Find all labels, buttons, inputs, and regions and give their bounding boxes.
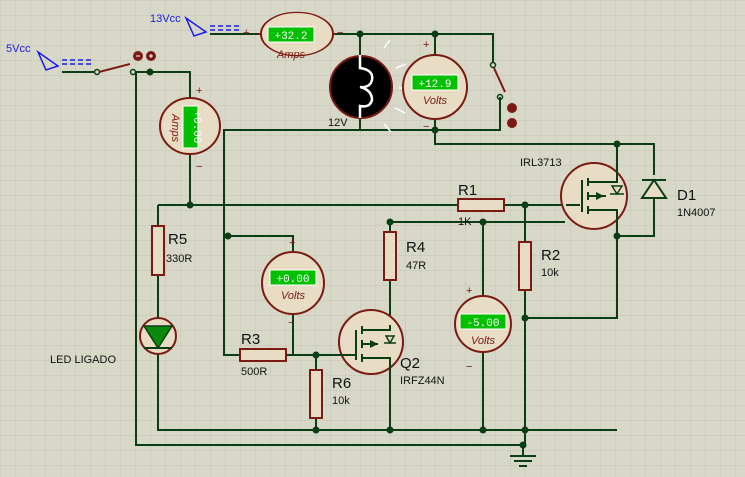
r2-value: 10k bbox=[541, 267, 559, 279]
supply-5v-label: 5Vcc bbox=[6, 43, 31, 55]
svg-text:−: − bbox=[337, 27, 343, 39]
led-ligado: LED LIGADO bbox=[50, 317, 177, 366]
ammeter-led-reading: +0.00 bbox=[190, 110, 202, 143]
svg-text:−: − bbox=[466, 361, 472, 373]
r4-value: 47R bbox=[406, 260, 426, 272]
switch-lamp-up-button-icon[interactable] bbox=[507, 103, 517, 113]
resistor-r2: R2 10k bbox=[518, 241, 560, 291]
q2-name: Q2 bbox=[400, 355, 420, 372]
r6-name: R6 bbox=[332, 375, 351, 392]
junction-dots bbox=[146, 30, 621, 449]
resistor-r6: R6 10k bbox=[309, 369, 351, 419]
r1-value: 1K bbox=[458, 216, 472, 228]
ammeter-main: +32.2 Amps + − bbox=[243, 11, 343, 61]
lamp-label: 12V bbox=[328, 117, 348, 129]
supply-13v-label: 13Vcc bbox=[150, 13, 181, 25]
mosfet-q2: Q2 IRFZ44N bbox=[338, 309, 445, 387]
resistor-r5: R5 330R bbox=[151, 225, 192, 276]
switch-5v[interactable] bbox=[93, 51, 157, 76]
voltmeter-lamp: +12.9 Volts + − bbox=[402, 39, 468, 133]
svg-text:+: + bbox=[196, 85, 202, 97]
r5-name: R5 bbox=[168, 231, 187, 248]
r3-value: 500R bbox=[241, 366, 267, 378]
voltmeter-gate-unit: Volts bbox=[471, 335, 496, 347]
ground-icon bbox=[510, 455, 536, 467]
d1-part: 1N4007 bbox=[677, 207, 716, 219]
lamp-12v: 12V bbox=[328, 39, 410, 133]
voltmeter-gate: -5.00 Volts + − bbox=[454, 285, 512, 373]
voltmeter-lamp-reading: +12.9 bbox=[418, 79, 451, 91]
voltmeter-r3-unit: Volts bbox=[281, 290, 306, 302]
voltmeter-gate-reading: -5.00 bbox=[466, 318, 499, 330]
supply-13v[interactable]: 13Vcc bbox=[150, 13, 240, 37]
svg-text:+: + bbox=[423, 39, 429, 51]
svg-text:−: − bbox=[196, 161, 202, 173]
voltmeter-lamp-unit: Volts bbox=[423, 95, 448, 107]
switch-lamp-down-button-icon[interactable] bbox=[507, 118, 517, 128]
svg-text:+: + bbox=[243, 27, 249, 39]
r2-name: R2 bbox=[541, 247, 560, 264]
r1-name: R1 bbox=[458, 182, 477, 199]
switch-lamp[interactable] bbox=[489, 61, 518, 129]
r6-value: 10k bbox=[332, 395, 350, 407]
svg-text:−: − bbox=[423, 121, 429, 133]
ammeter-main-unit: Amps bbox=[276, 49, 306, 61]
resistor-r3: R3 500R bbox=[239, 331, 287, 378]
resistor-r4: R4 47R bbox=[383, 231, 426, 281]
d1-name: D1 bbox=[677, 187, 696, 204]
ammeter-main-display bbox=[267, 26, 315, 43]
resistor-r1: R1 1K bbox=[457, 182, 505, 228]
supply-5v[interactable]: 5Vcc bbox=[6, 43, 92, 71]
r3-name: R3 bbox=[241, 331, 260, 348]
svg-text:+: + bbox=[289, 237, 295, 249]
ammeter-led-unit: Amps bbox=[169, 113, 181, 143]
diode-d1: D1 1N4007 bbox=[640, 178, 716, 219]
r4-name: R4 bbox=[406, 239, 425, 256]
r5-value: 330R bbox=[166, 253, 192, 265]
q2-part: IRFZ44N bbox=[400, 375, 445, 387]
mosfet-irl3713: IRL3713 bbox=[520, 157, 628, 236]
led-label: LED LIGADO bbox=[50, 354, 116, 366]
voltmeter-r3: +0.00 Volts + − bbox=[261, 237, 325, 329]
voltmeter-r3-reading: +0.00 bbox=[276, 274, 309, 286]
svg-text:+: + bbox=[466, 285, 472, 297]
ammeter-main-reading: +32.2 bbox=[274, 31, 307, 43]
wires bbox=[62, 33, 655, 456]
mosfet-top-name: IRL3713 bbox=[520, 157, 562, 169]
svg-text:−: − bbox=[288, 317, 294, 329]
ammeter-led: +0.00 Amps + − bbox=[159, 85, 221, 173]
